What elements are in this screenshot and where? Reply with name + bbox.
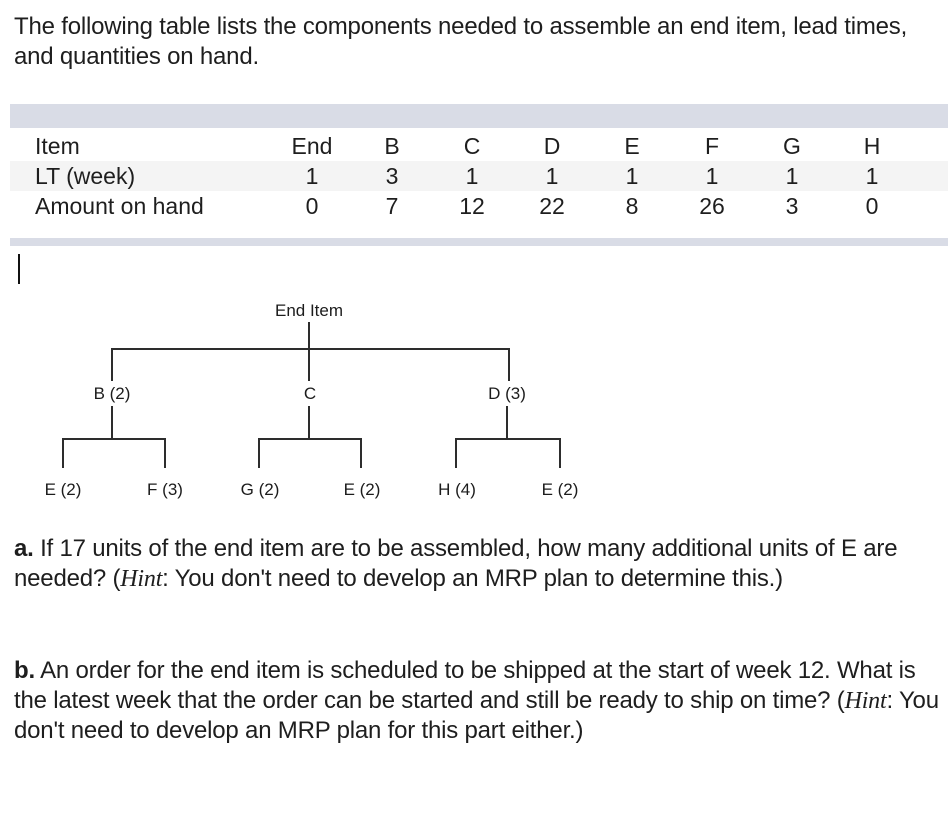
tree-line xyxy=(62,438,64,468)
table-row: Item End B C D E F G H xyxy=(10,131,948,161)
cell-lt-e: 1 xyxy=(625,162,639,189)
row-label-item: Item xyxy=(35,132,80,159)
table-top-band xyxy=(10,104,948,128)
question-a-prefix: a. xyxy=(14,535,34,562)
tree-node-e-under-c: E (2) xyxy=(343,480,381,499)
question-b-text-2: : You don't need to develop an MRP plan … xyxy=(14,687,939,744)
cell-amt-g: 3 xyxy=(785,192,799,219)
tree-line xyxy=(308,406,310,438)
tree-node-d: D (3) xyxy=(488,384,526,403)
cell-item-g: G xyxy=(783,132,801,159)
tree-node-f-under-b: F (3) xyxy=(147,480,183,499)
cell-lt-b: 3 xyxy=(385,162,399,189)
question-b-text-1: An order for the end item is scheduled t… xyxy=(14,657,916,714)
tree-line xyxy=(258,438,260,468)
cell-item-c: C xyxy=(463,132,481,159)
cell-amt-end: 0 xyxy=(305,192,319,219)
cell-item-e: E xyxy=(624,132,640,159)
table-row: Amount on hand 0 7 12 22 8 26 3 0 xyxy=(10,191,948,221)
question-a: a. If 17 units of the end item are to be… xyxy=(14,534,942,594)
cell-amt-b: 7 xyxy=(385,192,399,219)
row-label-lt: LT (week) xyxy=(35,162,136,189)
cell-amt-f: 26 xyxy=(699,192,725,219)
product-structure-tree: End Item B (2) C D (3) E (2) F (3) G (2)… xyxy=(0,300,952,510)
tree-line xyxy=(62,438,166,440)
tree-line xyxy=(506,406,508,438)
tree-line xyxy=(308,322,310,348)
tree-line xyxy=(111,406,113,438)
table-row: LT (week) 1 3 1 1 1 1 1 1 xyxy=(10,161,948,191)
question-b: b. An order for the end item is schedule… xyxy=(14,656,942,746)
question-a-hint-word: Hint xyxy=(120,566,163,592)
tree-node-e-under-d: E (2) xyxy=(541,480,579,499)
tree-line xyxy=(308,348,310,381)
intro-text: The following table lists the components… xyxy=(14,13,908,70)
table-bottom-band xyxy=(10,238,948,246)
tree-line xyxy=(258,438,362,440)
tree-line xyxy=(164,438,166,468)
question-a-text-2: : You don't need to develop an MRP plan … xyxy=(162,565,783,592)
cell-lt-c: 1 xyxy=(465,162,479,189)
cell-amt-c: 12 xyxy=(459,192,485,219)
tree-node-c: C xyxy=(303,384,317,403)
tree-line xyxy=(455,438,561,440)
cell-lt-g: 1 xyxy=(785,162,799,189)
question-a-text-1: If 17 units of the end item are to be as… xyxy=(14,535,898,592)
components-table: Item End B C D E F G H LT (week) 1 3 1 1… xyxy=(10,131,948,221)
cell-amt-e: 8 xyxy=(625,192,639,219)
cell-item-b: B xyxy=(384,132,400,159)
cell-amt-h: 0 xyxy=(865,192,879,219)
cell-item-h: H xyxy=(863,132,881,159)
row-label-amount: Amount on hand xyxy=(35,192,204,219)
intro-paragraph: The following table lists the components… xyxy=(14,12,942,72)
text-cursor-caret[interactable] xyxy=(18,254,20,284)
tree-node-end-item: End Item xyxy=(274,301,344,320)
question-b-prefix: b. xyxy=(14,657,35,684)
tree-line xyxy=(111,348,510,350)
cell-item-end: End xyxy=(291,132,333,159)
cell-item-d: D xyxy=(543,132,561,159)
tree-node-g-under-c: G (2) xyxy=(240,480,280,499)
cell-item-f: F xyxy=(704,132,720,159)
tree-line xyxy=(360,438,362,468)
cell-lt-d: 1 xyxy=(545,162,559,189)
tree-line xyxy=(455,438,457,468)
cell-lt-h: 1 xyxy=(865,162,879,189)
tree-line xyxy=(559,438,561,468)
question-b-hint-word: Hint xyxy=(844,688,887,714)
tree-node-h-under-d: H (4) xyxy=(438,480,476,499)
tree-node-b: B (2) xyxy=(93,384,131,403)
tree-line xyxy=(111,348,113,381)
cell-lt-end: 1 xyxy=(305,162,319,189)
cell-amt-d: 22 xyxy=(539,192,565,219)
tree-line xyxy=(508,348,510,381)
tree-node-e-under-b: E (2) xyxy=(44,480,82,499)
cell-lt-f: 1 xyxy=(705,162,719,189)
